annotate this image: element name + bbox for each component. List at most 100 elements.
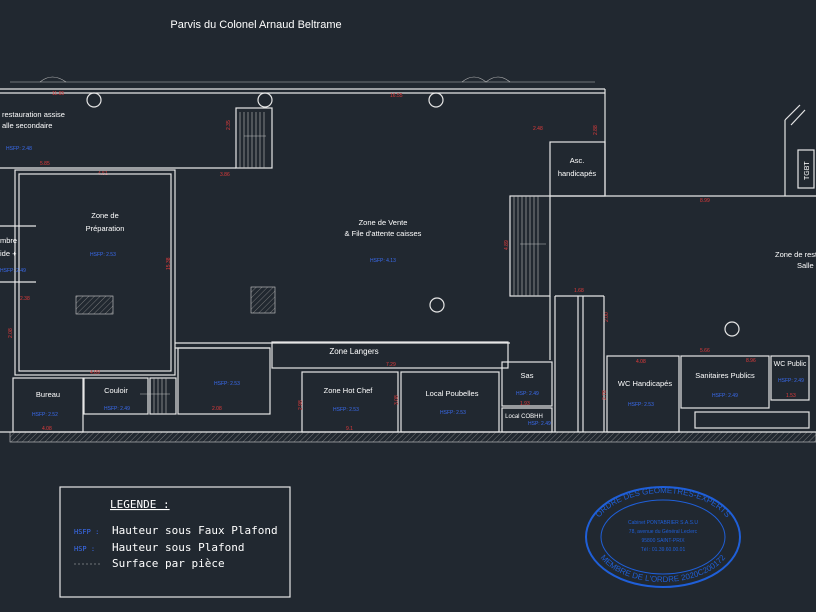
svg-text:1.68: 1.68 <box>574 288 584 294</box>
facade <box>0 76 606 195</box>
height-label: HSFP: 2.53 <box>333 407 359 413</box>
zone-restauration: restauration assise alle secondaire HSFP… <box>0 110 236 177</box>
room-label: Zone de rest <box>775 250 816 259</box>
zone-ascenseur: Asc. handicapés 2.88 2.48 <box>533 125 606 197</box>
height-label: HSFP: 2.49 <box>0 268 26 274</box>
svg-text:15.38: 15.38 <box>166 257 172 270</box>
zone-wc-handicapes: WC Handicapés HSFP: 2.53 4.08 2.78 <box>602 355 680 433</box>
svg-text:11.65: 11.65 <box>52 91 64 97</box>
svg-text:4.89: 4.89 <box>90 370 100 376</box>
height-label: HSFP: 2.53 <box>90 252 116 258</box>
svg-text:3.86: 3.86 <box>220 172 230 178</box>
height-label: HSFP: 2.53 <box>628 402 654 408</box>
legend-item: Hauteur sous Plafond <box>112 541 244 554</box>
room-label: WC Public <box>774 361 807 368</box>
zone-sanitaires-publics: Sanitaires Publics HSFP: 2.49 5.66 8.96 <box>680 348 810 429</box>
room-label: WC Handicapés <box>618 379 672 388</box>
svg-text:4.08: 4.08 <box>636 359 646 365</box>
stamp-line: 78, avenue du Général Leclerc <box>629 529 698 535</box>
legend-key: HSFP : <box>74 528 99 536</box>
stamp-bottom-text: MEMBRE DE L'ORDRE 2020C200172 <box>599 553 728 584</box>
svg-text:16.55: 16.55 <box>390 93 403 99</box>
stamp-line: 95800 SAINT-PRIX <box>641 538 685 544</box>
height-label: HSFP: 2.53 <box>440 410 466 416</box>
room-label: Zone Langers <box>329 347 378 356</box>
svg-text:1.93: 1.93 <box>520 401 530 407</box>
zone-mid: HSFP: 2.53 2.08 <box>177 347 271 415</box>
stamp-line: Tél : 01.39.60.00.01 <box>641 547 686 553</box>
legend: LEGENDE : HSFP : Hauteur sous Faux Plafo… <box>59 486 291 598</box>
room-label: Asc. <box>570 156 585 165</box>
room-label: Local COBHH <box>505 414 543 420</box>
room-label: mbre <box>0 236 17 245</box>
svg-text:8.96: 8.96 <box>746 358 756 364</box>
svg-text:2.08: 2.08 <box>212 406 222 412</box>
surveyor-stamp: ORDRE DES GÉOMÈTRES-EXPERTS MEMBRE DE L'… <box>585 486 741 588</box>
legend-title: LEGENDE : <box>110 498 170 511</box>
room-label: ide + <box>0 249 17 258</box>
height-label: HSFP: 2.53 <box>214 381 240 387</box>
height-label: HSFP: 2.49 <box>104 406 130 412</box>
zone-local-poubelles: Local Poubelles HSFP: 2.53 3.08 <box>394 371 500 433</box>
room-label: Bureau <box>36 390 60 399</box>
zone-chambre: mbre ide + HSFP: 2.49 <box>0 225 36 283</box>
zone-hotchef: Zone Hot Chef HSFP: 2.53 9.1 2.98 <box>298 371 399 433</box>
svg-text:2.48: 2.48 <box>533 126 543 132</box>
height-label: HSFP: 2.49 <box>712 393 738 399</box>
column <box>429 297 445 313</box>
height-label: HSFP: 4.13 <box>370 258 396 264</box>
room-label: alle secondaire <box>2 121 52 130</box>
zone-wc-public: WC Public HSFP: 2.49 1.53 <box>770 355 810 401</box>
zone-vente: Zone de Vente & File d'attente caisses H… <box>52 91 510 368</box>
svg-text:2.08: 2.08 <box>8 328 14 338</box>
column <box>724 321 740 337</box>
stamp-line: Cabinet PONTABRIER S.A.S.U <box>628 520 698 526</box>
column <box>86 92 102 108</box>
room-label: handicapés <box>558 169 597 178</box>
room-label: Sas <box>521 371 534 380</box>
height-label: HSFP: 2.52 <box>32 412 58 418</box>
room-label: & File d'attente caisses <box>345 229 422 238</box>
room-label: Salle <box>797 261 814 270</box>
tgbt-label: TGBT <box>804 161 811 180</box>
svg-text:3.08: 3.08 <box>394 395 400 405</box>
svg-text:2.78: 2.78 <box>602 390 608 400</box>
room-label: Local Poubelles <box>426 389 479 398</box>
column <box>428 92 444 108</box>
svg-text:1.53: 1.53 <box>786 393 796 399</box>
room-label: Zone de Vente <box>359 218 408 227</box>
staircase: 4.89 <box>504 195 551 297</box>
room-label: Couloir <box>104 386 128 395</box>
svg-text:MEMBRE DE L'ORDRE 2020C200172: MEMBRE DE L'ORDRE 2020C200172 <box>599 553 728 584</box>
room-label: Sanitaires Publics <box>695 371 755 380</box>
svg-text:2.35: 2.35 <box>226 120 232 130</box>
svg-text:8.99: 8.99 <box>700 198 710 204</box>
svg-text:2.00: 2.00 <box>604 312 610 322</box>
svg-text:9.1: 9.1 <box>346 426 353 432</box>
height-label: HSP: 2.49 <box>528 421 551 427</box>
zone-couloir: Couloir HSFP: 2.49 4.89 <box>83 370 177 415</box>
svg-text:2.38: 2.38 <box>20 296 30 302</box>
svg-text:4.08: 4.08 <box>42 426 52 432</box>
zone-bureau: Bureau HSFP: 2.52 4.08 <box>12 377 84 433</box>
height-label: HSFP: 2.48 <box>6 146 32 152</box>
zone-langers: Zone Langers <box>271 341 509 369</box>
street-name: Parvis du Colonel Arnaud Beltrame <box>170 19 341 31</box>
svg-text:4.89: 4.89 <box>504 240 510 250</box>
column <box>257 92 273 108</box>
legend-item: Surface par pièce <box>112 557 225 570</box>
corridor-walls <box>549 295 605 432</box>
svg-text:2.98: 2.98 <box>298 400 304 410</box>
room-label: restauration assise <box>2 110 65 119</box>
zone-sas: Sas HSP: 2.49 1.93 <box>501 361 553 407</box>
legend-item: Hauteur sous Faux Plafond <box>112 524 278 537</box>
room-label: Zone de <box>91 211 119 220</box>
zone-local-cobhh: Local COBHH HSP: 2.49 <box>501 407 553 433</box>
svg-text:5.66: 5.66 <box>700 348 710 354</box>
svg-text:7.29: 7.29 <box>386 362 396 368</box>
bottom-wall <box>9 431 816 443</box>
svg-text:2.88: 2.88 <box>593 125 599 135</box>
height-label: HSP: 2.49 <box>516 391 539 397</box>
height-label: HSFP: 2.49 <box>778 378 804 384</box>
